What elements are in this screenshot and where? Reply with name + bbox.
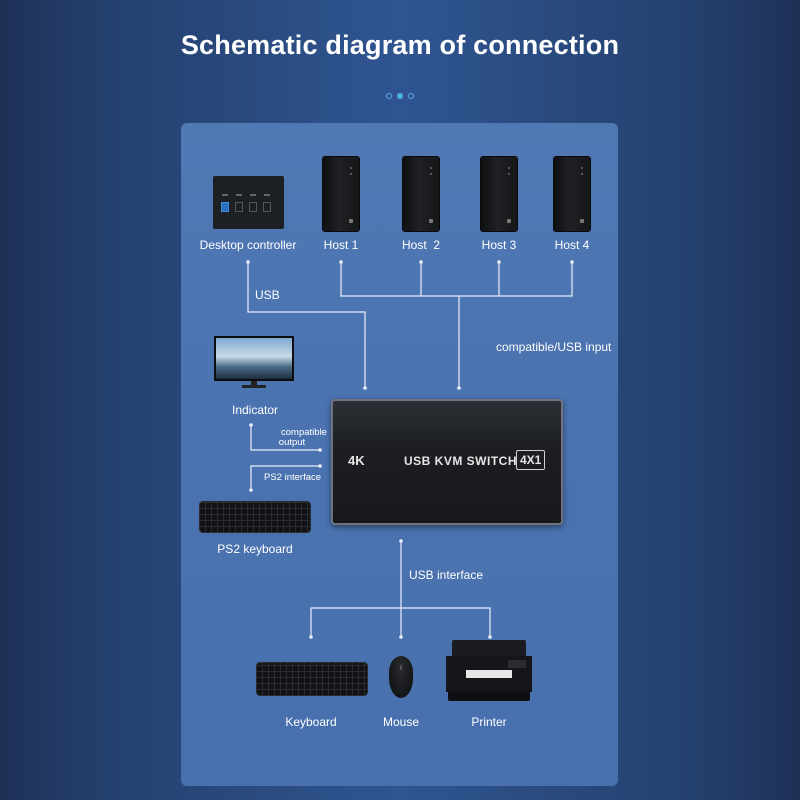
pager-dot[interactable]: [386, 93, 392, 99]
indicator-label: Indicator: [231, 403, 279, 417]
compatible-output-label-line-2: output: [278, 437, 306, 448]
controller-button: [249, 202, 257, 212]
carousel-pager: [0, 93, 800, 99]
host-2-pc-icon: [403, 157, 439, 231]
mouse-icon: [389, 656, 413, 698]
page-title: Schematic diagram of connection: [180, 30, 620, 60]
host-2-label: Host 2: [401, 238, 441, 252]
host-3-label: Host 3: [481, 238, 517, 252]
controller-label: Desktop controller: [199, 238, 297, 252]
mouse-label: Mouse: [382, 715, 420, 729]
host-3-pc-icon: [481, 157, 517, 231]
controller-led: [236, 194, 242, 196]
controller-button: [235, 202, 243, 212]
host-4-label: Host 4: [554, 238, 590, 252]
controller-button: [221, 202, 229, 212]
printer-label: Printer: [471, 715, 507, 729]
keyboard-icon: [257, 663, 367, 695]
ps2-interface-label: PS2 interface: [264, 472, 322, 483]
desktop-controller-icon: [213, 176, 284, 229]
kvm-resolution-label: 4K: [348, 453, 365, 468]
ps2-keyboard-label: PS2 keyboard: [217, 542, 293, 556]
usb-interface-label: USB interface: [409, 568, 484, 582]
controller-led: [264, 194, 270, 196]
printer-icon: [446, 640, 532, 701]
controller-led: [222, 194, 228, 196]
compatible-output-label-line-1: compatible: [281, 427, 327, 438]
monitor-icon: [214, 336, 294, 388]
keyboard-label: Keyboard: [285, 715, 337, 729]
host-1-label: Host 1: [323, 238, 359, 252]
controller-led: [250, 194, 256, 196]
pager-dot-active[interactable]: [397, 93, 403, 99]
usb-input-link-label: compatible/USB input: [496, 340, 612, 354]
kvm-ports-badge: 4X1: [516, 450, 546, 470]
kvm-name-label: USB KVM SWITCH: [404, 454, 517, 468]
usb-link-label: USB: [255, 288, 280, 302]
controller-button: [263, 202, 271, 212]
host-1-pc-icon: [323, 157, 359, 231]
pager-dot[interactable]: [408, 93, 414, 99]
host-4-pc-icon: [554, 157, 590, 231]
ps2-keyboard-icon: [200, 502, 310, 532]
kvm-switch-device: 4K USB KVM SWITCH 4X1: [331, 399, 563, 525]
